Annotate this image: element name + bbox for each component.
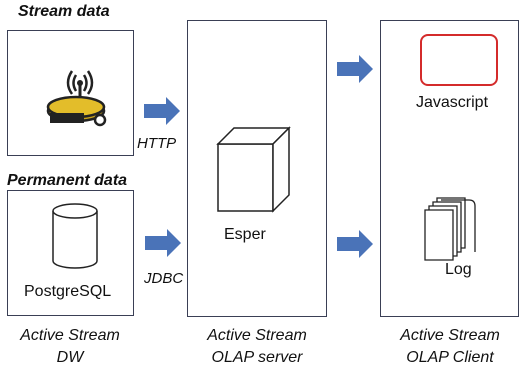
dw-caption: Active Stream DW bbox=[0, 325, 140, 369]
esper-label: Esper bbox=[224, 226, 266, 243]
http-arrow bbox=[144, 97, 180, 125]
dw-caption-line2: DW bbox=[56, 349, 84, 366]
client-caption-line2: OLAP Client bbox=[406, 349, 494, 366]
olap-server-box: Esper bbox=[187, 20, 327, 317]
log-label: Log bbox=[445, 261, 472, 278]
stream-data-box bbox=[7, 30, 134, 156]
server-caption-line2: OLAP server bbox=[211, 349, 303, 366]
permanent-data-box: PostgreSQL bbox=[7, 190, 134, 316]
javascript-label: Javascript bbox=[416, 94, 489, 111]
jdbc-label: JDBC bbox=[144, 270, 184, 287]
client-caption: Active Stream OLAP Client bbox=[375, 325, 525, 369]
postgresql-label: PostgreSQL bbox=[24, 283, 112, 300]
client-caption-line1: Active Stream bbox=[400, 327, 500, 344]
documents-icon bbox=[424, 197, 476, 261]
jdbc-arrow bbox=[145, 229, 181, 257]
server-to-client-arrow-bottom bbox=[337, 230, 373, 258]
server-to-client-arrow-top bbox=[337, 55, 373, 83]
javascript-box-icon bbox=[420, 34, 498, 86]
sensor-icon bbox=[46, 70, 107, 127]
cube-icon bbox=[216, 126, 291, 213]
permanent-data-label: Permanent data bbox=[7, 172, 128, 189]
http-label: HTTP bbox=[137, 135, 177, 152]
server-caption: Active Stream OLAP server bbox=[182, 325, 332, 369]
olap-client-box: Javascript Log bbox=[380, 20, 519, 317]
stream-data-label: Stream data bbox=[18, 3, 110, 20]
server-caption-line1: Active Stream bbox=[207, 327, 307, 344]
database-cylinder-icon bbox=[52, 203, 98, 269]
dw-caption-line1: Active Stream bbox=[20, 327, 120, 344]
